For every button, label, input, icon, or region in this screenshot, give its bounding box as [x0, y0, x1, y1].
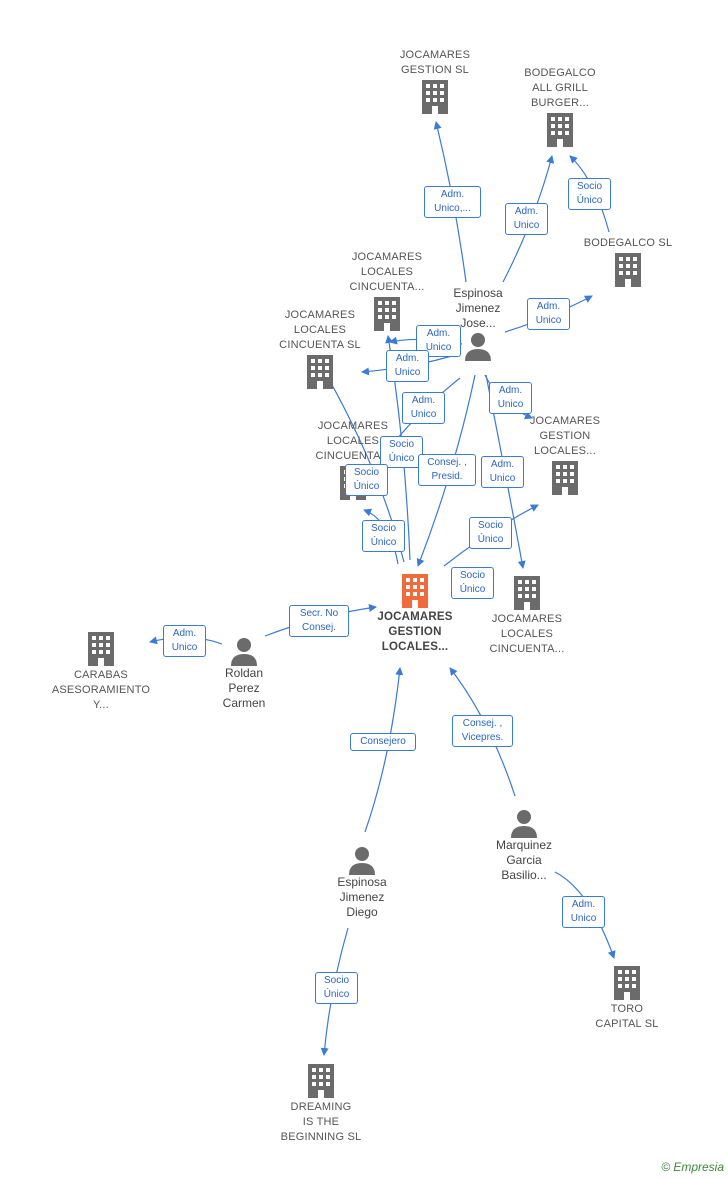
- company-node-dreaming[interactable]: DREAMING IS THE BEGINNING SL: [266, 1062, 376, 1145]
- building-icon: [88, 632, 114, 666]
- person-node-roldan[interactable]: Roldan Perez Carmen: [204, 636, 284, 711]
- person-icon: [349, 847, 375, 875]
- edge-label[interactable]: Socio Único: [380, 436, 423, 468]
- edge-label[interactable]: Socio Único: [469, 517, 512, 549]
- edge-label[interactable]: Consejero: [350, 733, 416, 751]
- company-label: JOCAMARES GESTION LOCALES...: [529, 415, 601, 457]
- company-label: TORO CAPITAL SL: [595, 1003, 659, 1030]
- building-icon: [615, 253, 641, 287]
- company-node-jocamares-gestion-sl[interactable]: JOCAMARES GESTION SL: [380, 48, 490, 116]
- person-label: Espinosa Jimenez Jose...: [453, 286, 503, 330]
- person-node-espinosa-diego[interactable]: Espinosa Jimenez Diego: [322, 845, 402, 920]
- company-label: JOCAMARES GESTION SL: [399, 49, 471, 76]
- edge-label[interactable]: Socio Único: [568, 178, 611, 210]
- edge-label[interactable]: Socio Único: [345, 464, 388, 496]
- building-icon: [514, 576, 540, 610]
- edge-label[interactable]: Adm. Unico: [562, 896, 605, 928]
- company-node-carabas[interactable]: CARABAS ASESORAMIENTO Y...: [42, 630, 160, 713]
- brand-name: Empresia: [673, 1160, 724, 1174]
- edge-label[interactable]: Consej. , Presid.: [418, 454, 476, 486]
- edge-label[interactable]: Socio Único: [315, 972, 358, 1004]
- building-icon: [374, 297, 400, 331]
- building-icon: [614, 966, 640, 1000]
- person-label: Marquinez Garcia Basilio...: [495, 838, 553, 882]
- building-icon: [422, 80, 448, 114]
- company-label: DREAMING IS THE BEGINNING SL: [280, 1101, 362, 1143]
- building-icon: [308, 1064, 334, 1098]
- company-label: JOCAMARES LOCALES CINCUENTA...: [349, 251, 425, 293]
- company-label: CARABAS ASESORAMIENTO Y...: [51, 669, 151, 711]
- company-label: BODEGALCO ALL GRILL BURGER...: [524, 67, 596, 109]
- main-company-label: JOCAMARES GESTION LOCALES...: [377, 611, 453, 653]
- company-node-jcl-cincuenta-top[interactable]: JOCAMARES LOCALES CINCUENTA...: [332, 250, 442, 333]
- building-icon: [552, 461, 578, 495]
- person-icon: [465, 333, 491, 361]
- person-icon: [231, 638, 257, 666]
- company-label: JOCAMARES LOCALES CINCUENTA...: [315, 420, 391, 462]
- edge-label[interactable]: Adm. Unico: [402, 392, 445, 424]
- copyright-symbol: ©: [661, 1160, 671, 1174]
- edge-label[interactable]: Consej. , Vicepres.: [452, 715, 513, 747]
- company-node-bodegalco-grill[interactable]: BODEGALCO ALL GRILL BURGER...: [505, 66, 615, 149]
- edge-label[interactable]: Adm. Unico: [489, 382, 532, 414]
- building-icon: [307, 355, 333, 389]
- edge-label[interactable]: Secr. No Consej.: [289, 605, 349, 637]
- building-icon: [402, 574, 428, 608]
- main-company-node[interactable]: JOCAMARES GESTION LOCALES...: [360, 572, 470, 655]
- company-label: JOCAMARES LOCALES CINCUENTA...: [489, 613, 565, 655]
- company-node-jcl-cincuenta-sl[interactable]: JOCAMARES LOCALES CINCUENTA SL: [262, 308, 378, 391]
- person-icon: [511, 810, 537, 838]
- edge-label[interactable]: Socio Único: [451, 567, 494, 599]
- person-node-marquinez[interactable]: Marquinez Garcia Basilio...: [484, 808, 564, 883]
- edge-label[interactable]: Adm. Unico: [481, 456, 524, 488]
- person-label: Roldan Perez Carmen: [222, 666, 266, 710]
- edge-label[interactable]: Adm. Unico: [163, 625, 206, 657]
- company-label: BODEGALCO SL: [583, 237, 673, 249]
- edge-label[interactable]: Adm. Unico: [386, 350, 429, 382]
- person-node-espinosa-jose[interactable]: Espinosa Jimenez Jose...: [438, 286, 518, 361]
- edge-label[interactable]: Socio Único: [362, 520, 405, 552]
- company-node-toro[interactable]: TORO CAPITAL SL: [572, 964, 682, 1032]
- brand-watermark: ©Empresia: [661, 1160, 724, 1174]
- building-icon: [547, 113, 573, 147]
- company-label: JOCAMARES LOCALES CINCUENTA SL: [279, 309, 361, 351]
- edge-line: [364, 667, 404, 833]
- company-node-jcl-cincuenta-right[interactable]: JOCAMARES LOCALES CINCUENTA...: [472, 574, 582, 657]
- company-node-bodegalco-sl[interactable]: BODEGALCO SL: [572, 236, 684, 289]
- edge-label[interactable]: Adm. Unico: [527, 298, 570, 330]
- edge-label[interactable]: Adm. Unico: [505, 203, 548, 235]
- company-node-jg-locales-right[interactable]: JOCAMARES GESTION LOCALES...: [510, 414, 620, 497]
- person-label: Espinosa Jimenez Diego: [337, 875, 387, 919]
- edge-label[interactable]: Adm. Unico,...: [424, 186, 481, 218]
